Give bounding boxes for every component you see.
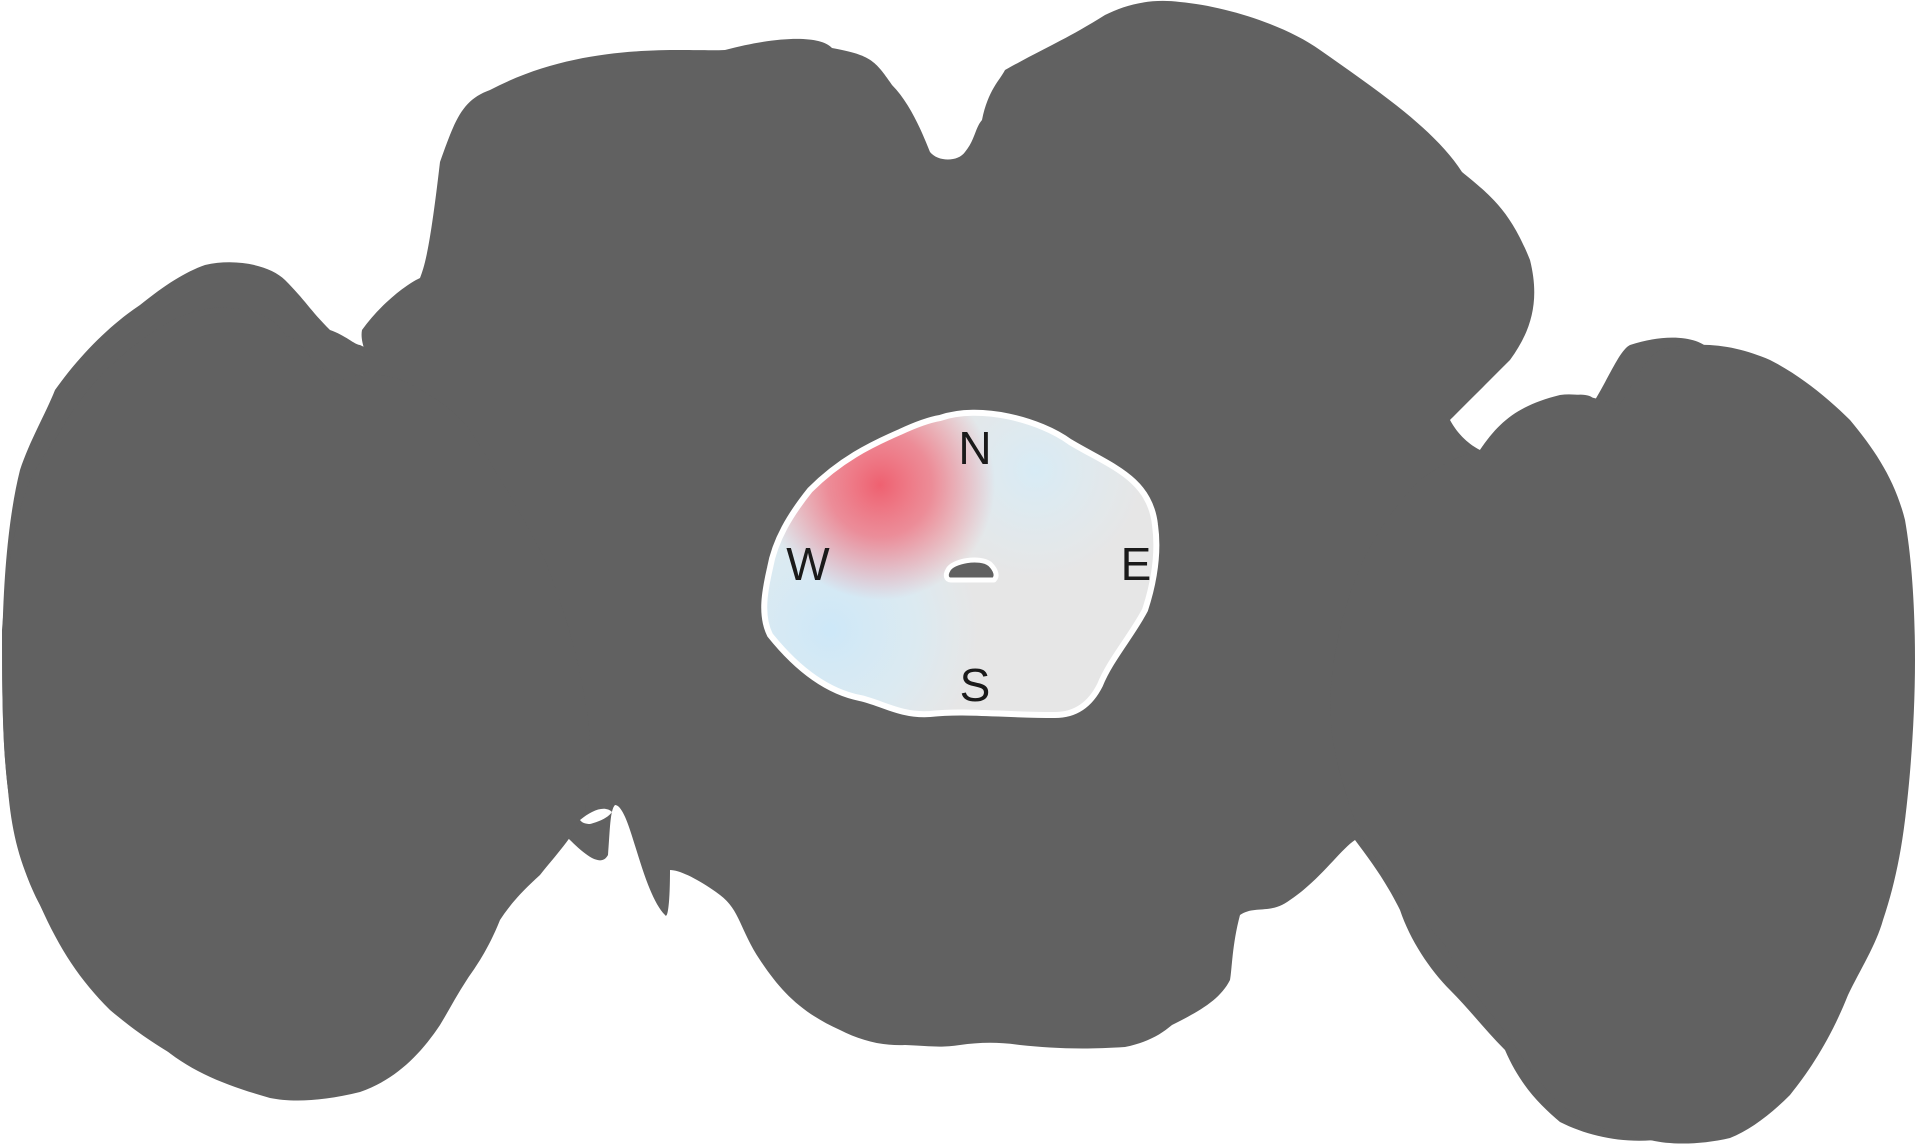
activity-region bbox=[761, 409, 1160, 718]
region-outline bbox=[761, 409, 1160, 718]
left-optic-lobe bbox=[2, 307, 590, 1101]
right-optic-lobe bbox=[1330, 344, 1915, 1144]
ventral-notch bbox=[580, 808, 612, 824]
compass-label-west: W bbox=[786, 538, 830, 590]
compass-label-south: S bbox=[960, 659, 991, 711]
compass-label-east: E bbox=[1121, 538, 1152, 590]
central-landmark bbox=[943, 557, 999, 583]
compass-label-north: N bbox=[958, 422, 991, 474]
